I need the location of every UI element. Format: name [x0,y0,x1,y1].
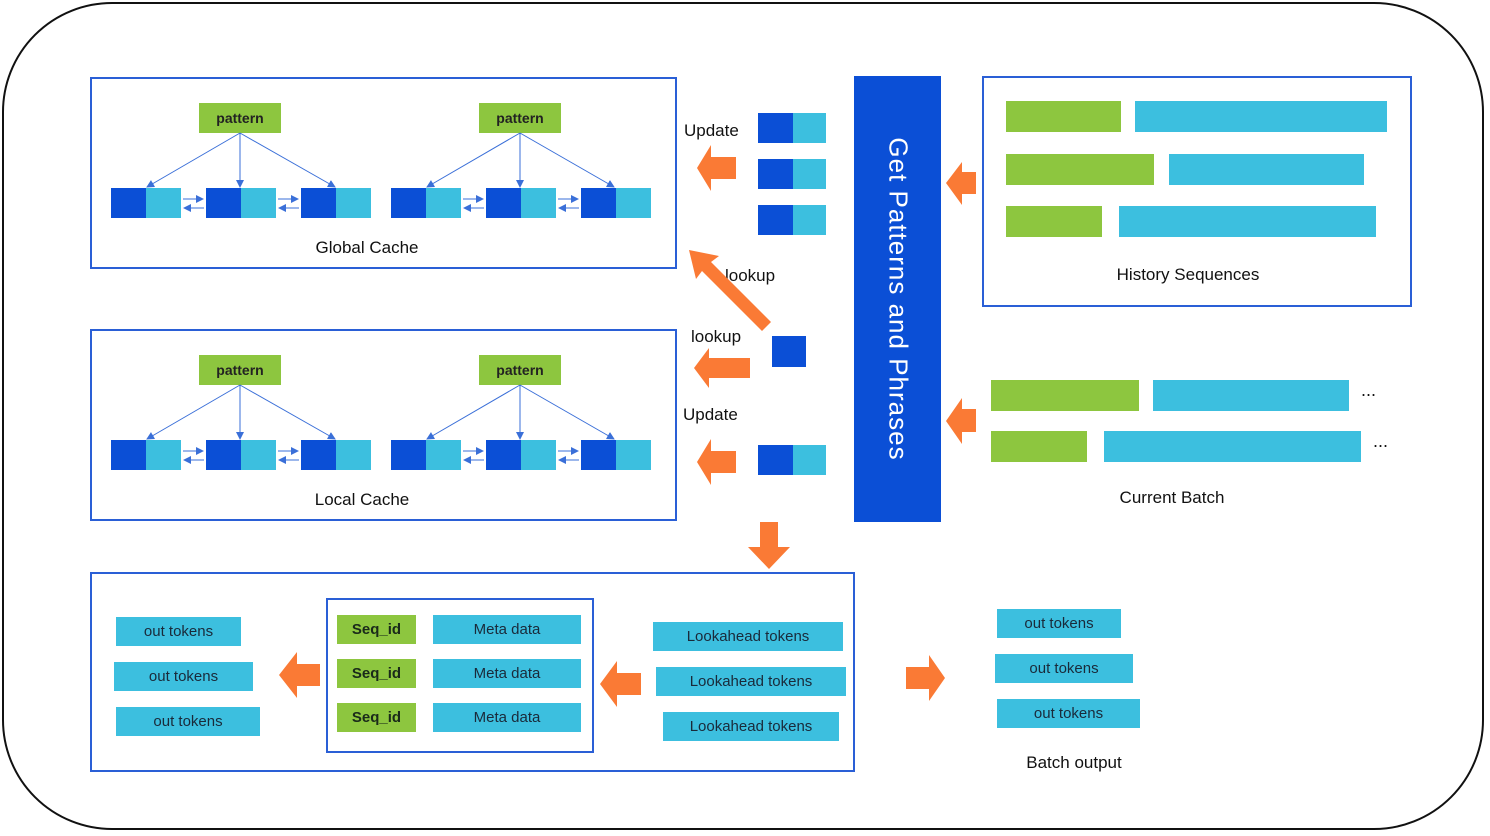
batch-seq-pattern [991,431,1087,462]
global-node [206,188,276,218]
lookup-label-global: lookup [725,266,776,285]
global-pattern-1: pattern [199,103,281,133]
global-cache-caption: Global Cache [315,238,419,257]
current-batch-caption: Current Batch [1119,488,1225,507]
update-block [758,445,826,475]
global-node [301,188,371,218]
batch-out-tokens: out tokens [995,654,1133,683]
local-pattern-2: pattern [479,355,561,385]
local-pattern-1: pattern [199,355,281,385]
lookahead-tokens: Lookahead tokens [663,712,839,741]
update-label-top: Update [684,121,739,140]
batch-ellipsis: ... [1373,431,1389,451]
batch-output-caption: Batch output [1026,753,1122,772]
local-cache-caption: Local Cache [314,490,410,509]
seq-id: Seq_id [337,615,416,644]
global-cache-panel [90,77,677,269]
seq-id: Seq_id [337,703,416,732]
batch-ellipsis: ... [1361,380,1377,400]
history-seq-tokens [1169,154,1364,185]
seq-id: Seq_id [337,659,416,688]
out-tokens: out tokens [116,617,241,646]
get-patterns-bar: Get Patterns and Phrases [854,76,941,522]
lookup-label-local: lookup [691,327,742,346]
history-seq-pattern [1006,101,1121,132]
orange-arrow-icon [279,145,976,707]
local-node [486,440,556,470]
batch-out-tokens: out tokens [997,609,1121,638]
local-cache-panel [90,329,677,521]
lookup-block [772,336,806,367]
batch-seq-tokens [1104,431,1361,462]
history-seq-tokens [1135,101,1387,132]
global-node [486,188,556,218]
batch-out-tokens: out tokens [997,699,1140,728]
history-sequences-caption: History Sequences [1116,265,1260,284]
history-seq-tokens [1119,206,1376,237]
out-tokens: out tokens [114,662,253,691]
history-seq-pattern [1006,154,1154,185]
lookahead-tokens: Lookahead tokens [656,667,846,696]
global-node [391,188,461,218]
blue-connector-arrow-icon [146,132,615,464]
out-tokens: out tokens [116,707,260,736]
local-node [301,440,371,470]
history-seq-pattern [1006,206,1102,237]
global-node [581,188,651,218]
meta-data: Meta data [433,659,581,688]
global-pattern-2: pattern [479,103,561,133]
lookahead-tokens: Lookahead tokens [653,622,843,651]
local-node [206,440,276,470]
meta-data: Meta data [433,703,581,732]
update-label-bottom: Update [683,405,738,424]
batch-seq-pattern [991,380,1139,411]
local-node [111,440,181,470]
update-block [758,205,826,235]
meta-data: Meta data [433,615,581,644]
local-node [391,440,461,470]
local-node [581,440,651,470]
batch-seq-tokens [1153,380,1349,411]
update-block [758,159,826,189]
global-node [111,188,181,218]
update-block [758,113,826,143]
